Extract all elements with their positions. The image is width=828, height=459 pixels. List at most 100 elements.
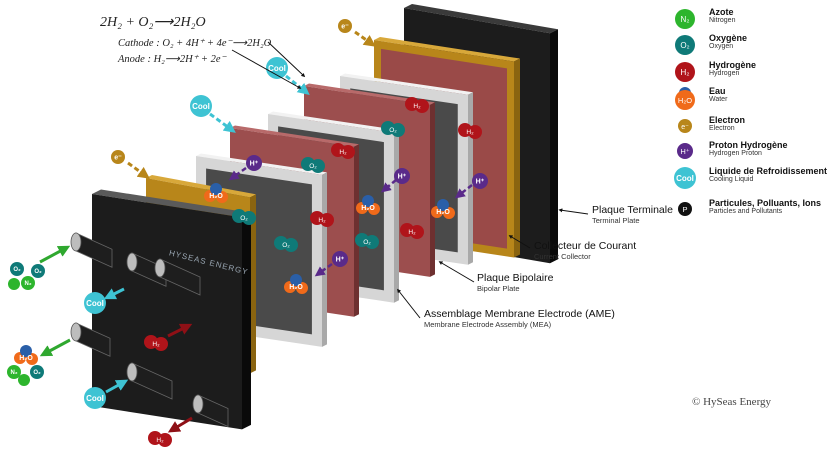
bipolar-plate-2-side-edge xyxy=(394,130,399,303)
pipe-air-in-opening xyxy=(70,232,82,252)
coolant-left-out-label: Cool xyxy=(86,299,104,308)
oxygen-molecule-5-atom-b xyxy=(365,235,379,249)
air-in-oxygen-2: O₂ xyxy=(31,264,45,278)
label-mea: Assemblage Membrane Electrode (AME) Memb… xyxy=(424,308,615,329)
exhaust-oxygen-label: O₂ xyxy=(33,370,41,376)
electron-left-path xyxy=(127,161,150,179)
proton-1-label: H⁺ xyxy=(398,173,407,180)
exhaust-nitrogen-1: N₂ xyxy=(7,365,21,379)
electron-top-path xyxy=(354,30,376,47)
exhaust-nitrogen-2 xyxy=(18,374,30,386)
proton-icon-symbol: H⁺ xyxy=(680,147,689,156)
label-current-collector-en: Current Collector xyxy=(534,252,591,261)
legend-hydrogen-fr: Hydrogène xyxy=(709,60,757,70)
leader-terminal-plate xyxy=(558,208,589,215)
proton-2: H⁺ xyxy=(472,173,488,189)
legend-electron-fr: Electron xyxy=(709,115,746,125)
pipe-exhaust-out xyxy=(126,362,173,400)
current-collector-back-side-edge xyxy=(514,58,520,258)
electron-left-label: e⁻ xyxy=(114,154,122,161)
hydrogen-molecule-5-atom-b xyxy=(341,145,355,159)
legend-electron-en: Electron xyxy=(709,125,735,132)
hydrogen-molecule-5-label: H₂ xyxy=(339,149,347,156)
proton-icon: H⁺ xyxy=(677,143,693,159)
hydrogen-in-molecule-atom-b xyxy=(154,337,168,351)
air-in-oxygen-1: O₂ xyxy=(10,262,24,276)
coolant-top-path xyxy=(285,74,310,95)
proton-3-label: H⁺ xyxy=(250,160,259,167)
legend-coolant-en: Cooling Liquid xyxy=(709,176,754,183)
hydrogen-molecule-4-label: H₂ xyxy=(318,217,326,224)
proton-path-4 xyxy=(314,262,333,277)
coolant-mid: Cool xyxy=(190,95,212,117)
current-collector-front-side-edge xyxy=(250,194,256,374)
current-collector-back-top-edge xyxy=(374,37,520,62)
water-molecule-2-label: H₂O xyxy=(361,205,375,212)
leader-cathode-equation xyxy=(267,41,306,78)
terminal-plate-back-top-edge xyxy=(404,4,558,34)
hydrogen-out-arrow xyxy=(167,416,193,433)
electron-left: e⁻ xyxy=(111,150,125,164)
coolant-left-out-disc xyxy=(84,292,106,314)
exhaust-water-label: H₂O xyxy=(19,355,33,362)
water-molecule-4-atom-o xyxy=(290,274,302,286)
exhaust-nitrogen-1-disc xyxy=(7,365,21,379)
hydrogen-out-molecule-atom-b xyxy=(158,433,172,447)
exhaust-nitrogen-2-disc xyxy=(18,374,30,386)
leader-current-collector xyxy=(508,235,531,249)
exhaust-oxygen-disc xyxy=(30,365,44,379)
oxygen-molecule-3-atom-b xyxy=(242,211,256,225)
hydrogen-icon: H₂ xyxy=(675,62,695,82)
proton-path-3 xyxy=(228,166,247,181)
bipolar-plate-2-top-edge xyxy=(268,111,399,133)
hydrogen-in-arrow xyxy=(167,323,193,338)
coolant-left-in: Cool xyxy=(84,387,106,409)
pipe-hydrogen-in xyxy=(154,258,201,296)
proton-4: H⁺ xyxy=(332,251,348,267)
air-in-oxygen-2-label: O₂ xyxy=(34,269,42,275)
oxygen-molecule-4-label: O₂ xyxy=(282,242,290,249)
legend-proton-en: Hydrogen Proton xyxy=(709,150,762,157)
hydrogen-out-molecule-label: H₂ xyxy=(156,437,164,444)
coolant-left-in-disc xyxy=(84,387,106,409)
hydrogen-molecule-4-atom-b xyxy=(320,213,334,227)
pipe-hydrogen-out-opening xyxy=(192,394,204,414)
copyright-text: © HySeas Energy xyxy=(692,396,772,408)
label-bipolar-plate-en: Bipolar Plate xyxy=(477,284,520,293)
mea-1-side-edge xyxy=(430,102,435,277)
proton-1-disc xyxy=(394,168,410,184)
bipolar-plate-1-side-edge xyxy=(468,92,473,265)
oxygen-icon: O₂ xyxy=(675,35,695,55)
electron-top-disc xyxy=(338,19,352,33)
pipe-hydrogen-in-opening xyxy=(154,258,166,278)
particles-icon-symbol: P xyxy=(682,205,687,214)
oxygen-molecule-3-label: O₂ xyxy=(240,215,248,222)
leader-bipolar-plate xyxy=(438,261,475,283)
pipe-coolant-out-opening xyxy=(70,322,82,342)
legend-oxygen-en: Oxygen xyxy=(709,43,734,50)
hydrogen-molecule-2-atom-b xyxy=(468,125,482,139)
proton-path-2 xyxy=(454,184,473,199)
water-molecule-2-atom-o xyxy=(362,195,374,207)
hydrogen-icon-symbol: H₂ xyxy=(681,68,690,77)
label-terminal-plate: Plaque Terminale Terminal Plate xyxy=(592,204,673,225)
coolant-top-disc xyxy=(266,57,288,79)
pipe-coolant-in xyxy=(126,252,167,287)
pipe-exhaust-out-opening xyxy=(126,362,138,382)
legend-coolant-fr: Liquide de Refroidissement xyxy=(709,166,828,176)
legend-nitrogen-fr: Azote xyxy=(709,7,734,17)
terminal-plate-back-side-edge xyxy=(550,29,558,264)
proton-2-label: H⁺ xyxy=(476,178,485,185)
exhaust-nitrogen-1-label: N₂ xyxy=(11,370,18,376)
oxygen-molecule-2-label: O₂ xyxy=(309,163,317,170)
label-mea-fr: Assemblage Membrane Electrode (AME) xyxy=(424,308,615,320)
air-in-arrow xyxy=(39,245,71,264)
nitrogen-icon: N₂ xyxy=(675,9,695,29)
oxygen-molecule-5-label: O₂ xyxy=(363,239,371,246)
exhaust-arrow xyxy=(39,338,71,357)
